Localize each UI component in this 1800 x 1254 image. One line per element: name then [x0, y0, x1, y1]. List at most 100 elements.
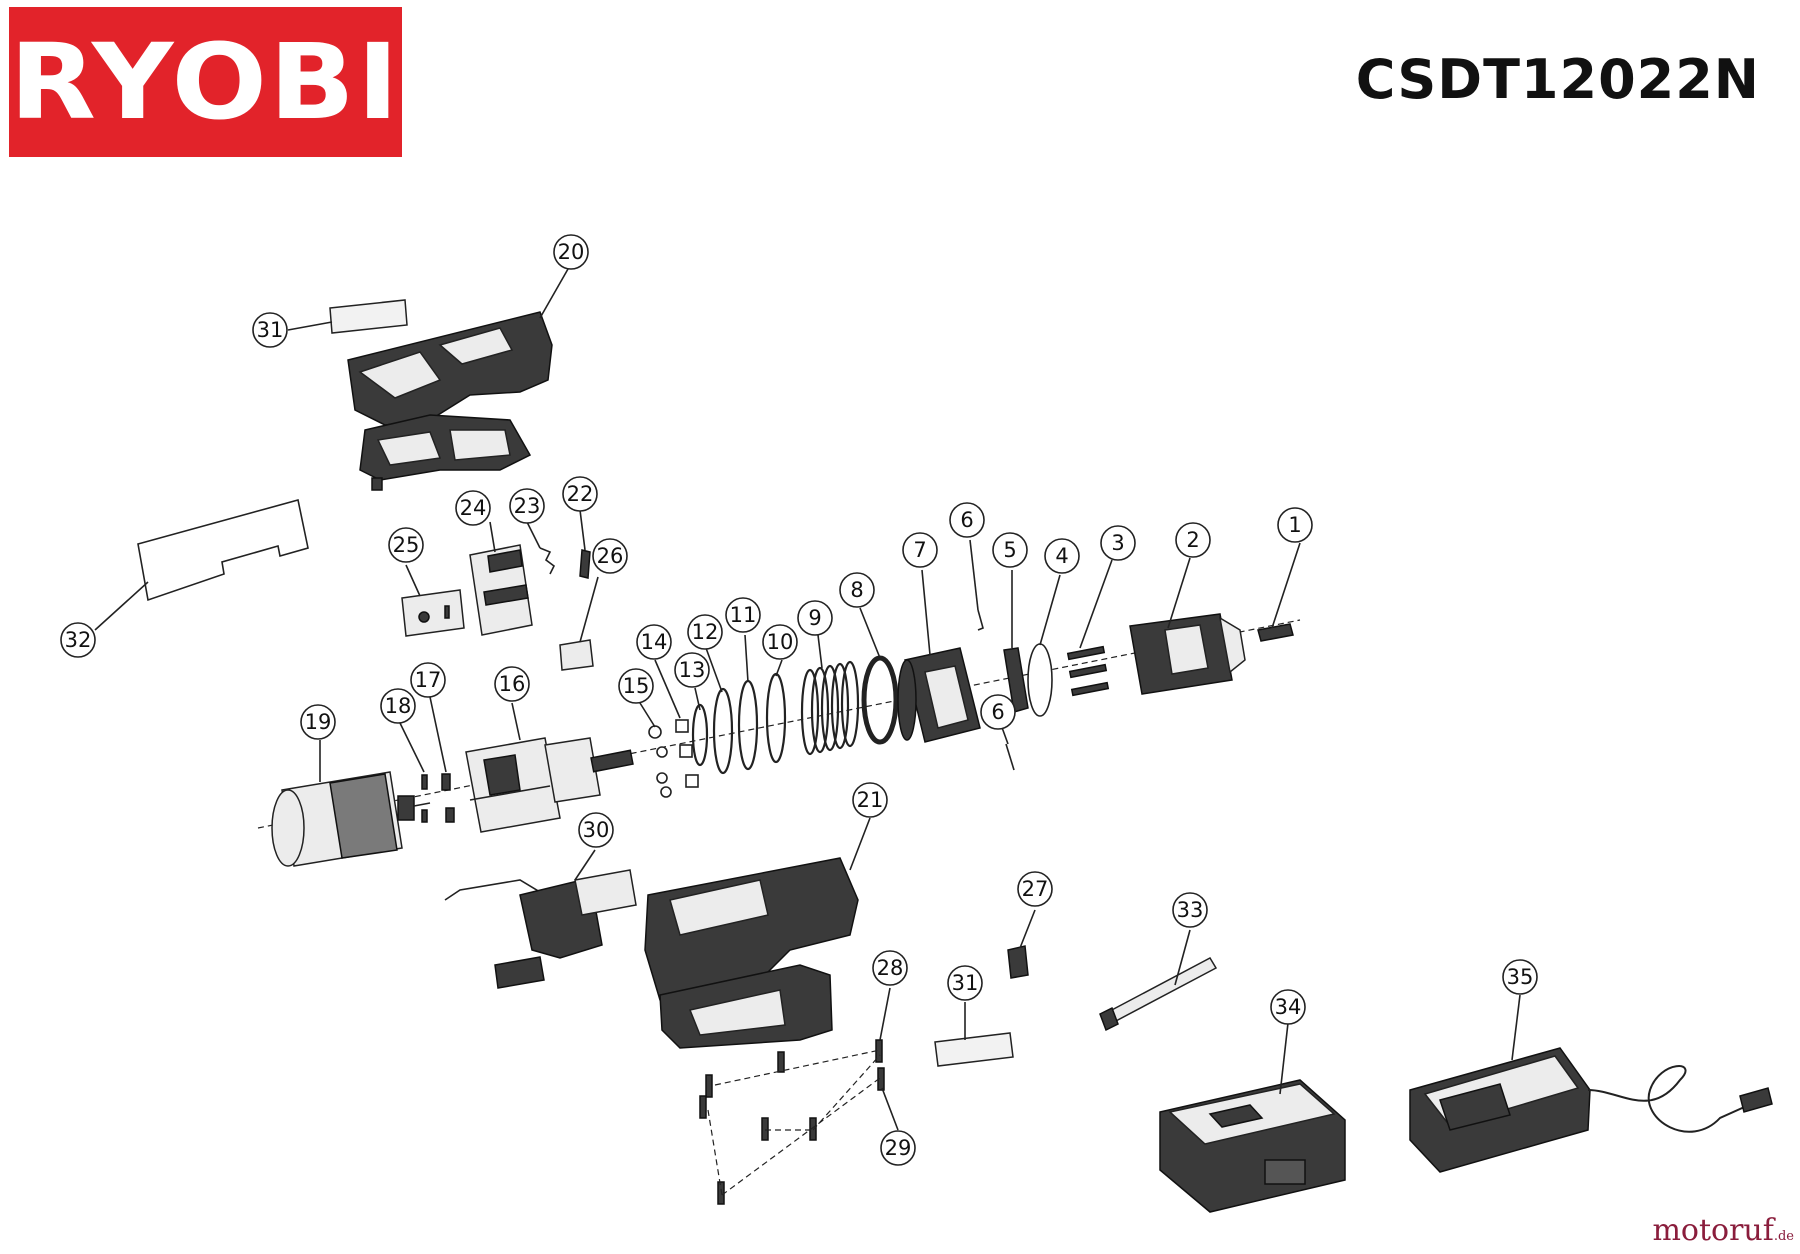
- callout-circle: [949, 502, 985, 538]
- callout-number: 1: [1288, 513, 1301, 537]
- part-17-screw-b: [445, 807, 455, 823]
- part-12-ring: [712, 687, 734, 775]
- callout-number: 34: [1275, 995, 1302, 1019]
- callout-circle: [980, 694, 1016, 730]
- callout-20: 20: [553, 234, 589, 270]
- callout-26: 26: [592, 538, 628, 574]
- callout-number: 13: [679, 658, 706, 682]
- part-27-clip: [1007, 945, 1029, 979]
- callout-circle: [839, 572, 875, 608]
- callout-number: 5: [1003, 538, 1016, 562]
- callout-number: 23: [514, 494, 541, 518]
- callout-circle: [1017, 871, 1053, 907]
- part-18-pin: [421, 774, 428, 790]
- brand-logo-text: RYOBI: [9, 21, 402, 143]
- callout-circle: [455, 490, 491, 526]
- callout-number: 17: [415, 668, 442, 692]
- callout-number: 32: [65, 628, 92, 652]
- part-1-chuck-screw: [1257, 623, 1294, 642]
- part-35-charger: [1409, 1047, 1773, 1173]
- callout-number: 21: [857, 788, 884, 812]
- part-19-motor: [271, 771, 431, 867]
- part-7-clutch-housing: [897, 647, 981, 743]
- part-20-housing-half: [347, 311, 553, 491]
- part-31-label-top: [329, 299, 408, 334]
- part-8-ring-gear: [861, 655, 899, 745]
- part-32-sticker: [137, 499, 309, 602]
- callout-number: 9: [808, 606, 821, 630]
- part-28-29-screws: [699, 1039, 885, 1205]
- callout-circle: [380, 688, 416, 724]
- callout-33: 33: [1172, 892, 1208, 928]
- part-24-switch-cover: [469, 544, 533, 636]
- callout-34: 34: [1270, 989, 1306, 1025]
- callout-circle: [872, 950, 908, 986]
- model-number: CSDT12022N: [1355, 48, 1760, 111]
- callout-circle: [947, 965, 983, 1001]
- part-10-ring: [765, 672, 787, 764]
- callout-circle: [388, 527, 424, 563]
- callout-22: 22: [562, 476, 598, 512]
- callout-2: 2: [1175, 522, 1211, 558]
- callout-number: 22: [567, 482, 594, 506]
- part-23-spring: [539, 547, 556, 575]
- watermark-suffix: .de: [1773, 1229, 1794, 1244]
- callout-number: 35: [1507, 965, 1534, 989]
- callout-number: 3: [1111, 531, 1124, 555]
- callout-24: 24: [455, 490, 491, 526]
- callout-circle: [636, 624, 672, 660]
- callout-circle: [1172, 892, 1208, 928]
- callout-6: 6: [980, 694, 1016, 730]
- callout-31: 31: [947, 965, 983, 1001]
- callout-17: 17: [410, 662, 446, 698]
- callout-23: 23: [509, 488, 545, 524]
- callout-circle: [60, 622, 96, 658]
- callout-number: 30: [583, 818, 610, 842]
- callout-12: 12: [687, 614, 723, 650]
- callout-10: 10: [762, 624, 798, 660]
- callout-circle: [592, 538, 628, 574]
- part-5-collar: [1003, 647, 1029, 713]
- callout-circle: [618, 668, 654, 704]
- callout-circle: [1100, 525, 1136, 561]
- callout-number: 4: [1055, 544, 1068, 568]
- callout-circle: [300, 704, 336, 740]
- part-13-washer: [691, 703, 709, 767]
- part-22-pin: [579, 549, 591, 579]
- callout-30: 30: [578, 812, 614, 848]
- callout-circle: [494, 666, 530, 702]
- callout-circle: [852, 782, 888, 818]
- callout-bubbles: 1234566789101112131415161718192021222324…: [60, 234, 1538, 1166]
- callout-number: 6: [991, 700, 1004, 724]
- part-3-screws: [1066, 645, 1110, 697]
- part-6-clip-top: [977, 609, 984, 631]
- part-4-washer: [1027, 643, 1053, 717]
- callout-circle: [252, 312, 288, 348]
- callout-number: 12: [692, 620, 719, 644]
- callout-number: 15: [623, 674, 650, 698]
- callout-circle: [410, 662, 446, 698]
- part-30-switch: [444, 869, 637, 989]
- watermark: motoruf.de: [1652, 1213, 1794, 1248]
- callout-15: 15: [618, 668, 654, 704]
- callout-number: 10: [767, 630, 794, 654]
- callout-circle: [762, 624, 798, 660]
- callout-circle: [992, 532, 1028, 568]
- callout-number: 18: [385, 694, 412, 718]
- part-2-chuck: [1129, 613, 1246, 695]
- callout-number: 8: [850, 578, 863, 602]
- callout-circle: [1044, 538, 1080, 574]
- callout-19: 19: [300, 704, 336, 740]
- callout-circle: [880, 1130, 916, 1166]
- callout-14: 14: [636, 624, 672, 660]
- callout-6: 6: [949, 502, 985, 538]
- callout-number: 11: [730, 603, 757, 627]
- callout-11: 11: [725, 597, 761, 633]
- callout-circle: [725, 597, 761, 633]
- watermark-text: motoruf: [1652, 1213, 1774, 1248]
- part-17-screw: [441, 773, 451, 791]
- callout-3: 3: [1100, 525, 1136, 561]
- callout-number: 26: [597, 544, 624, 568]
